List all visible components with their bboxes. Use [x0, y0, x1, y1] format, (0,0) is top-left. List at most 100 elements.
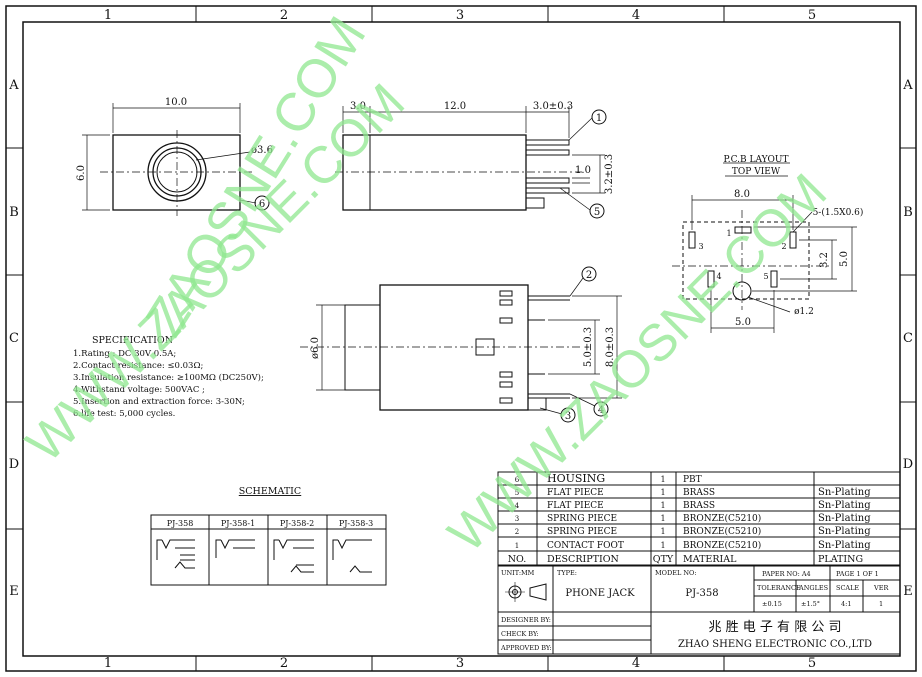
callout-6: 6: [259, 199, 265, 210]
front-view: [82, 103, 270, 216]
pcb-title: P.C.B LAYOUT: [723, 155, 788, 165]
row-label-a: A: [8, 78, 19, 93]
scale-value: 4:1: [841, 600, 851, 608]
bom-cell-description: FLAT PIECE: [547, 488, 604, 498]
spec-title: SPECIFICATION: [92, 335, 173, 346]
spec-line-1: 1.Rating : DC 30V 0.5A;: [73, 349, 176, 359]
pcb-dim-50-horizontal: 5.0: [735, 317, 751, 328]
bom-cell-no: 2: [515, 528, 519, 536]
pcb-pin-2: 2: [781, 242, 786, 251]
row-label-b: B: [9, 205, 19, 220]
side-dim-e: 3.2±0.3: [604, 154, 615, 194]
col-label-1-bottom: 1: [104, 656, 112, 671]
bom-header-plating: PLATING: [818, 554, 863, 565]
bom-table-grid: [497, 471, 901, 566]
bom-cell-no: 5: [515, 489, 519, 497]
row-label-e: E: [9, 584, 19, 599]
inner-frame: [22, 21, 901, 657]
bottom-dim-8: 8.0±0.3: [605, 327, 616, 367]
row-label-c-right: C: [903, 331, 913, 346]
watermark-2: WWW.ZAOSNE.COM: [15, 73, 416, 474]
col-label-4: 4: [632, 8, 640, 23]
schematic-model-3: PJ-358-2: [280, 519, 314, 528]
pcb-pin-3: 3: [698, 242, 703, 251]
spec-line-3: 3.Insulation resistance: ≥100MΩ (DC250V)…: [73, 372, 264, 383]
schematic-model-2: PJ-358-1: [221, 519, 255, 528]
watermark-3: WWW.ZAOSNE.COM: [437, 163, 838, 564]
callout-1: 1: [596, 113, 602, 124]
pcb-hole-spec: 5-(1.5X0.6): [813, 207, 864, 218]
tolerance-label: TOLERANCE: [757, 584, 801, 592]
col-label-5-bottom: 5: [808, 656, 816, 671]
pcb-pin-1: 1: [726, 229, 731, 238]
bom-cell-description: CONTACT FOOT: [547, 541, 624, 551]
bom-cell-material: BRASS: [683, 501, 715, 511]
outer-frame: [5, 5, 917, 672]
col-label-1: 1: [104, 8, 112, 23]
schematic-table: [150, 514, 387, 586]
front-width-dim: 10.0: [165, 97, 187, 108]
bom-cell-qty: 1: [660, 501, 665, 510]
bom-cell-plating: Sn-Plating: [818, 513, 871, 524]
row-markers: [6, 147, 916, 530]
bom-cell-no: 3: [515, 515, 519, 523]
angles-label: ANGLES: [798, 584, 828, 592]
callout-5: 5: [594, 207, 600, 218]
row-label-d: D: [9, 457, 19, 472]
bom-header-material: MATERIAL: [683, 554, 737, 565]
bom-cell-material: BRONZE(C5210): [683, 513, 761, 524]
col-label-2: 2: [280, 8, 288, 23]
spec-line-5: 5.Insertion and extraction force: 3-30N;: [73, 397, 245, 407]
bom-cell-description: SPRING PIECE: [547, 527, 617, 537]
pcb-layout: [672, 162, 857, 333]
tolerance-value: ±0.15: [762, 600, 782, 608]
side-dim-a: 3.0: [350, 101, 366, 112]
company-name-cn: 兆 胜 电 子 有 限 公 司: [709, 620, 842, 635]
page-count: PAGE 1 OF 1: [836, 570, 879, 578]
type-label: TYPE:: [557, 569, 577, 577]
angles-value: ±1.5°: [801, 600, 820, 608]
row-label-d-right: D: [903, 457, 913, 472]
bom-cell-description: FLAT PIECE: [547, 501, 604, 511]
title-block-grid: [497, 565, 901, 655]
row-label-b-right: B: [903, 205, 913, 220]
bom-cell-plating: Sn-Plating: [818, 540, 871, 551]
pcb-subtitle: TOP VIEW: [732, 167, 781, 177]
bom-cell-qty: 1: [660, 527, 665, 536]
ver-label: VER: [873, 584, 889, 592]
schematic-title: SCHEMATIC: [239, 486, 301, 497]
type-value: PHONE JACK: [565, 588, 635, 599]
designer-label: DESIGNER BY:: [501, 616, 551, 624]
pcb-hole-dia: ø1.2: [794, 307, 814, 317]
bom-cell-material: BRONZE(C5210): [683, 526, 761, 537]
bom-cell-qty: 1: [660, 488, 665, 497]
bom-header: NO. DESCRIPTION QTY MATERIAL PLATING: [508, 554, 863, 565]
bom-cell-no: 1: [515, 542, 519, 550]
spec-line-4: 4.Withstand voltage: 500VAC ;: [73, 385, 205, 395]
pcb-pin-5: 5: [763, 272, 768, 281]
callout-4: 4: [598, 405, 604, 416]
column-markers: [195, 6, 725, 671]
bom-cell-material: BRONZE(C5210): [683, 540, 761, 551]
col-label-3: 3: [456, 8, 464, 23]
side-dim-b: 12.0: [444, 101, 466, 112]
row-label-a-right: A: [902, 78, 913, 93]
paper-no: PAPER NO: A4: [762, 570, 811, 578]
schematic-model-1: PJ-358: [167, 519, 194, 528]
ver-value: 1: [879, 600, 883, 608]
bottom-dia-dim: ø6.0: [310, 337, 321, 359]
schematic-model-4: PJ-358-3: [339, 519, 373, 528]
bom-cell-material: PBT: [683, 475, 702, 485]
bom-cell-description: SPRING PIECE: [547, 514, 617, 524]
bom-cell-plating: Sn-Plating: [818, 500, 871, 511]
bom-cell-plating: Sn-Plating: [818, 487, 871, 498]
bom-cell-no: 6: [515, 476, 520, 484]
spec-line-6: 6.life test: 5,000 cycles.: [73, 409, 175, 419]
side-dim-c: 3.0±0.3: [533, 101, 573, 112]
side-dim-d: 1.0: [575, 165, 591, 176]
model-label: MODEL NO:: [655, 569, 697, 577]
bom-cell-plating: Sn-Plating: [818, 526, 871, 537]
col-label-5: 5: [808, 8, 816, 23]
company-name-en: ZHAO SHENG ELECTRONIC CO.,LTD: [678, 639, 872, 650]
